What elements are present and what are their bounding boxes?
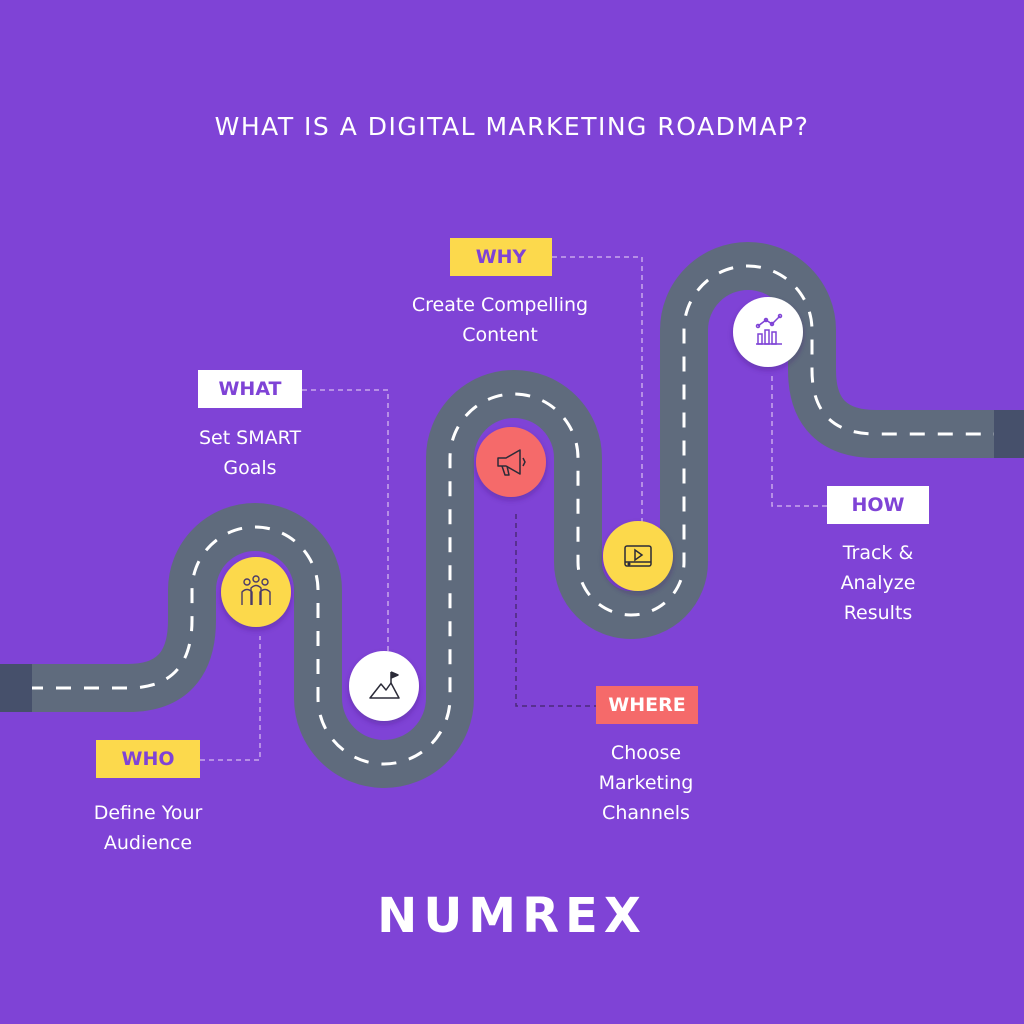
megaphone-icon <box>497 449 526 476</box>
description-what-line-2: Goals <box>223 457 277 479</box>
marker-who <box>221 557 291 627</box>
connector-what <box>302 389 389 652</box>
description-why-line-1: Create Compelling <box>411 294 589 316</box>
tag-where: WHERE <box>596 686 698 724</box>
mountain-flag-icon <box>369 671 400 699</box>
description-who-line-1: Define Your <box>93 802 203 824</box>
brand-logo: NUMREX <box>377 888 647 944</box>
tag-why: WHY <box>450 238 552 276</box>
description-where: Choose Marketing Channels <box>546 738 746 828</box>
description-what-line-1: Set SMART <box>198 427 302 449</box>
description-how-line-2: Analyze <box>840 572 916 594</box>
video-player-icon <box>624 545 652 567</box>
road-end-cap <box>994 410 1024 458</box>
marker-how <box>733 297 803 367</box>
description-how-line-1: Track & <box>842 542 914 564</box>
road-start-cap <box>0 664 32 712</box>
page-title: WHAT IS A DIGITAL MARKETING ROADMAP? <box>214 112 810 141</box>
description-what: Set SMART Goals <box>150 423 350 483</box>
description-why: Create Compelling Content <box>390 290 610 350</box>
connector-how <box>771 376 827 507</box>
description-how: Track & Analyze Results <box>778 538 978 628</box>
connectors <box>200 256 827 761</box>
description-who-line-2: Audience <box>103 832 193 854</box>
bar-chart-icon <box>755 313 783 345</box>
description-where-line-1: Choose <box>610 742 682 764</box>
description-who: Define Your Audience <box>48 798 248 858</box>
description-where-line-2: Marketing <box>598 772 694 794</box>
description-how-line-3: Results <box>843 602 913 624</box>
road <box>0 242 1024 788</box>
description-where-line-3: Channels <box>602 802 690 824</box>
marker-why <box>603 521 673 591</box>
connector-where <box>515 514 596 707</box>
tag-what: WHAT <box>198 370 302 408</box>
audience-icon <box>241 575 271 605</box>
marker-where <box>476 427 546 497</box>
connector-why <box>552 256 643 524</box>
tag-who: WHO <box>96 740 200 778</box>
description-why-line-2: Content <box>462 324 538 346</box>
connector-who <box>200 636 261 761</box>
marker-what <box>349 651 419 721</box>
road-lane-markings <box>0 264 1024 766</box>
tag-how: HOW <box>827 486 929 524</box>
